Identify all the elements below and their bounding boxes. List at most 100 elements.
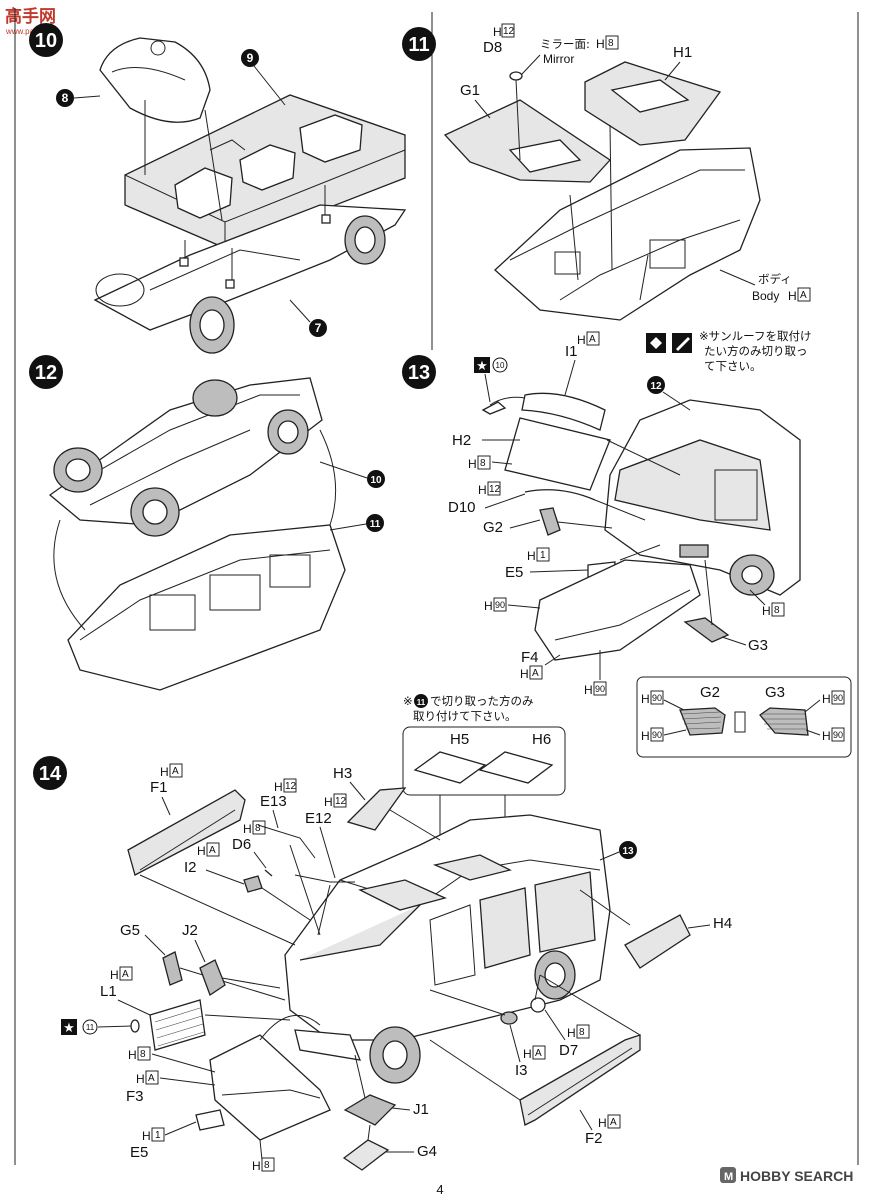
label-i1: I1	[565, 343, 578, 360]
sunroof-opening-rear	[432, 854, 512, 881]
svg-text:1: 1	[540, 550, 546, 561]
label-i3: I3	[515, 1062, 528, 1079]
svg-text:9: 9	[247, 51, 254, 65]
svg-text:90: 90	[833, 693, 843, 703]
part-e5-front	[195, 1109, 225, 1131]
label-i2: I2	[184, 859, 197, 876]
svg-text:H: H	[641, 692, 650, 706]
wheel-3	[192, 379, 238, 417]
svg-text:8: 8	[62, 91, 69, 105]
svg-text:13: 13	[622, 846, 634, 857]
svg-text:H: H	[584, 683, 593, 697]
step-12-badge: 12	[29, 355, 63, 389]
label-g2: G2	[483, 519, 503, 536]
svg-text:H: H	[596, 37, 605, 51]
svg-text:H: H	[468, 457, 477, 471]
svg-text:H: H	[484, 599, 493, 613]
label-e5-front: E5	[130, 1144, 148, 1161]
step-13-diagram: ★ 10 I1 H A 12 H2 H 8 H 12 D10 G2 H 1 E5…	[448, 331, 852, 758]
svg-text:H: H	[527, 549, 536, 563]
step-10-badge: 10	[29, 23, 63, 57]
svg-text:H: H	[788, 289, 797, 303]
body-shell	[494, 147, 761, 321]
part-callout-9	[241, 49, 259, 67]
svg-text:H: H	[478, 483, 487, 497]
svg-text:H: H	[324, 795, 333, 809]
note-sunroof-1: ※サンルーフを取付け	[699, 329, 811, 343]
svg-text:A: A	[209, 845, 216, 856]
runner-d8: H	[493, 25, 502, 39]
svg-text:10: 10	[35, 30, 57, 52]
part-e12	[294, 874, 355, 883]
svg-text:8: 8	[264, 1160, 270, 1171]
step-14-diagram: ※ 11 で切り取った方のみ 取り付けて下さい。 H5 H6	[61, 694, 732, 1173]
seat-rear	[299, 114, 363, 163]
label-l1: L1	[100, 983, 117, 1000]
label-d10: D10	[448, 499, 476, 516]
label-g4: G4	[417, 1143, 437, 1160]
dashboard-part	[99, 37, 211, 123]
svg-text:H: H	[274, 780, 283, 794]
svg-text:H: H	[142, 1129, 151, 1143]
part-d6	[264, 869, 273, 877]
svg-text:H: H	[128, 1048, 137, 1062]
label-h5: H5	[450, 731, 469, 748]
part-g4	[342, 1139, 390, 1171]
svg-text:H: H	[822, 729, 831, 743]
svg-text:1: 1	[155, 1130, 161, 1141]
svg-text:H: H	[577, 333, 586, 347]
page-number: 4	[436, 1182, 443, 1197]
part-d7	[530, 997, 546, 1013]
ref-circle-13	[619, 841, 637, 859]
svg-text:H: H	[243, 822, 252, 836]
label-d7: D7	[559, 1042, 578, 1059]
part-e13	[257, 824, 316, 859]
svg-text:10: 10	[496, 361, 505, 370]
part-d10	[524, 489, 596, 501]
note-sunroof-2: たい方のみ切り取っ	[704, 344, 808, 358]
svg-text:A: A	[800, 290, 807, 301]
svg-text:90: 90	[495, 600, 505, 610]
label-j1: J1	[413, 1101, 429, 1118]
chassis-part	[93, 204, 407, 331]
part-i3	[500, 1011, 518, 1025]
part-callout-8	[56, 89, 74, 107]
label-h1: H1	[673, 44, 692, 61]
part-g3	[683, 617, 730, 643]
svg-text:A: A	[535, 1048, 542, 1059]
part-f4	[534, 559, 701, 661]
step-12-diagram: 10 11	[48, 377, 385, 691]
detail-label-g3: G3	[765, 684, 785, 701]
svg-text:H: H	[136, 1072, 145, 1086]
step-10-diagram: 8 9 7	[56, 37, 407, 354]
part-j1	[343, 1094, 397, 1126]
svg-text:A: A	[122, 969, 129, 980]
part-callout-10	[367, 470, 385, 488]
svg-text:90: 90	[652, 730, 662, 740]
svg-text:H: H	[110, 968, 119, 982]
svg-text:8: 8	[774, 605, 780, 616]
hobbysearch-brand: HOBBY SEARCH	[740, 1168, 853, 1184]
part-i2	[243, 875, 263, 893]
svg-text:H: H	[567, 1026, 576, 1040]
tail-light	[679, 544, 709, 558]
label-h6: H6	[532, 731, 551, 748]
label-g1: G1	[460, 82, 480, 99]
label-j2: J2	[182, 922, 198, 939]
hobbysearch-icon-letter: M	[724, 1171, 733, 1183]
svg-text:A: A	[172, 766, 179, 777]
svg-text:12: 12	[503, 26, 515, 37]
ref-circle-12	[647, 376, 665, 394]
part-f1	[127, 789, 246, 876]
part-g2	[539, 507, 561, 536]
svg-text:11: 11	[370, 519, 381, 530]
note-sunroof-install-2: 取り付けて下さい。	[413, 709, 517, 723]
part-i1	[521, 392, 606, 431]
note-sunroof-install-1: で切り取った方のみ	[430, 694, 534, 708]
svg-text:90: 90	[595, 684, 605, 694]
part-j2	[199, 959, 226, 996]
label-e12: E12	[305, 810, 332, 827]
part-h6	[478, 751, 554, 784]
svg-text:8: 8	[140, 1049, 146, 1060]
